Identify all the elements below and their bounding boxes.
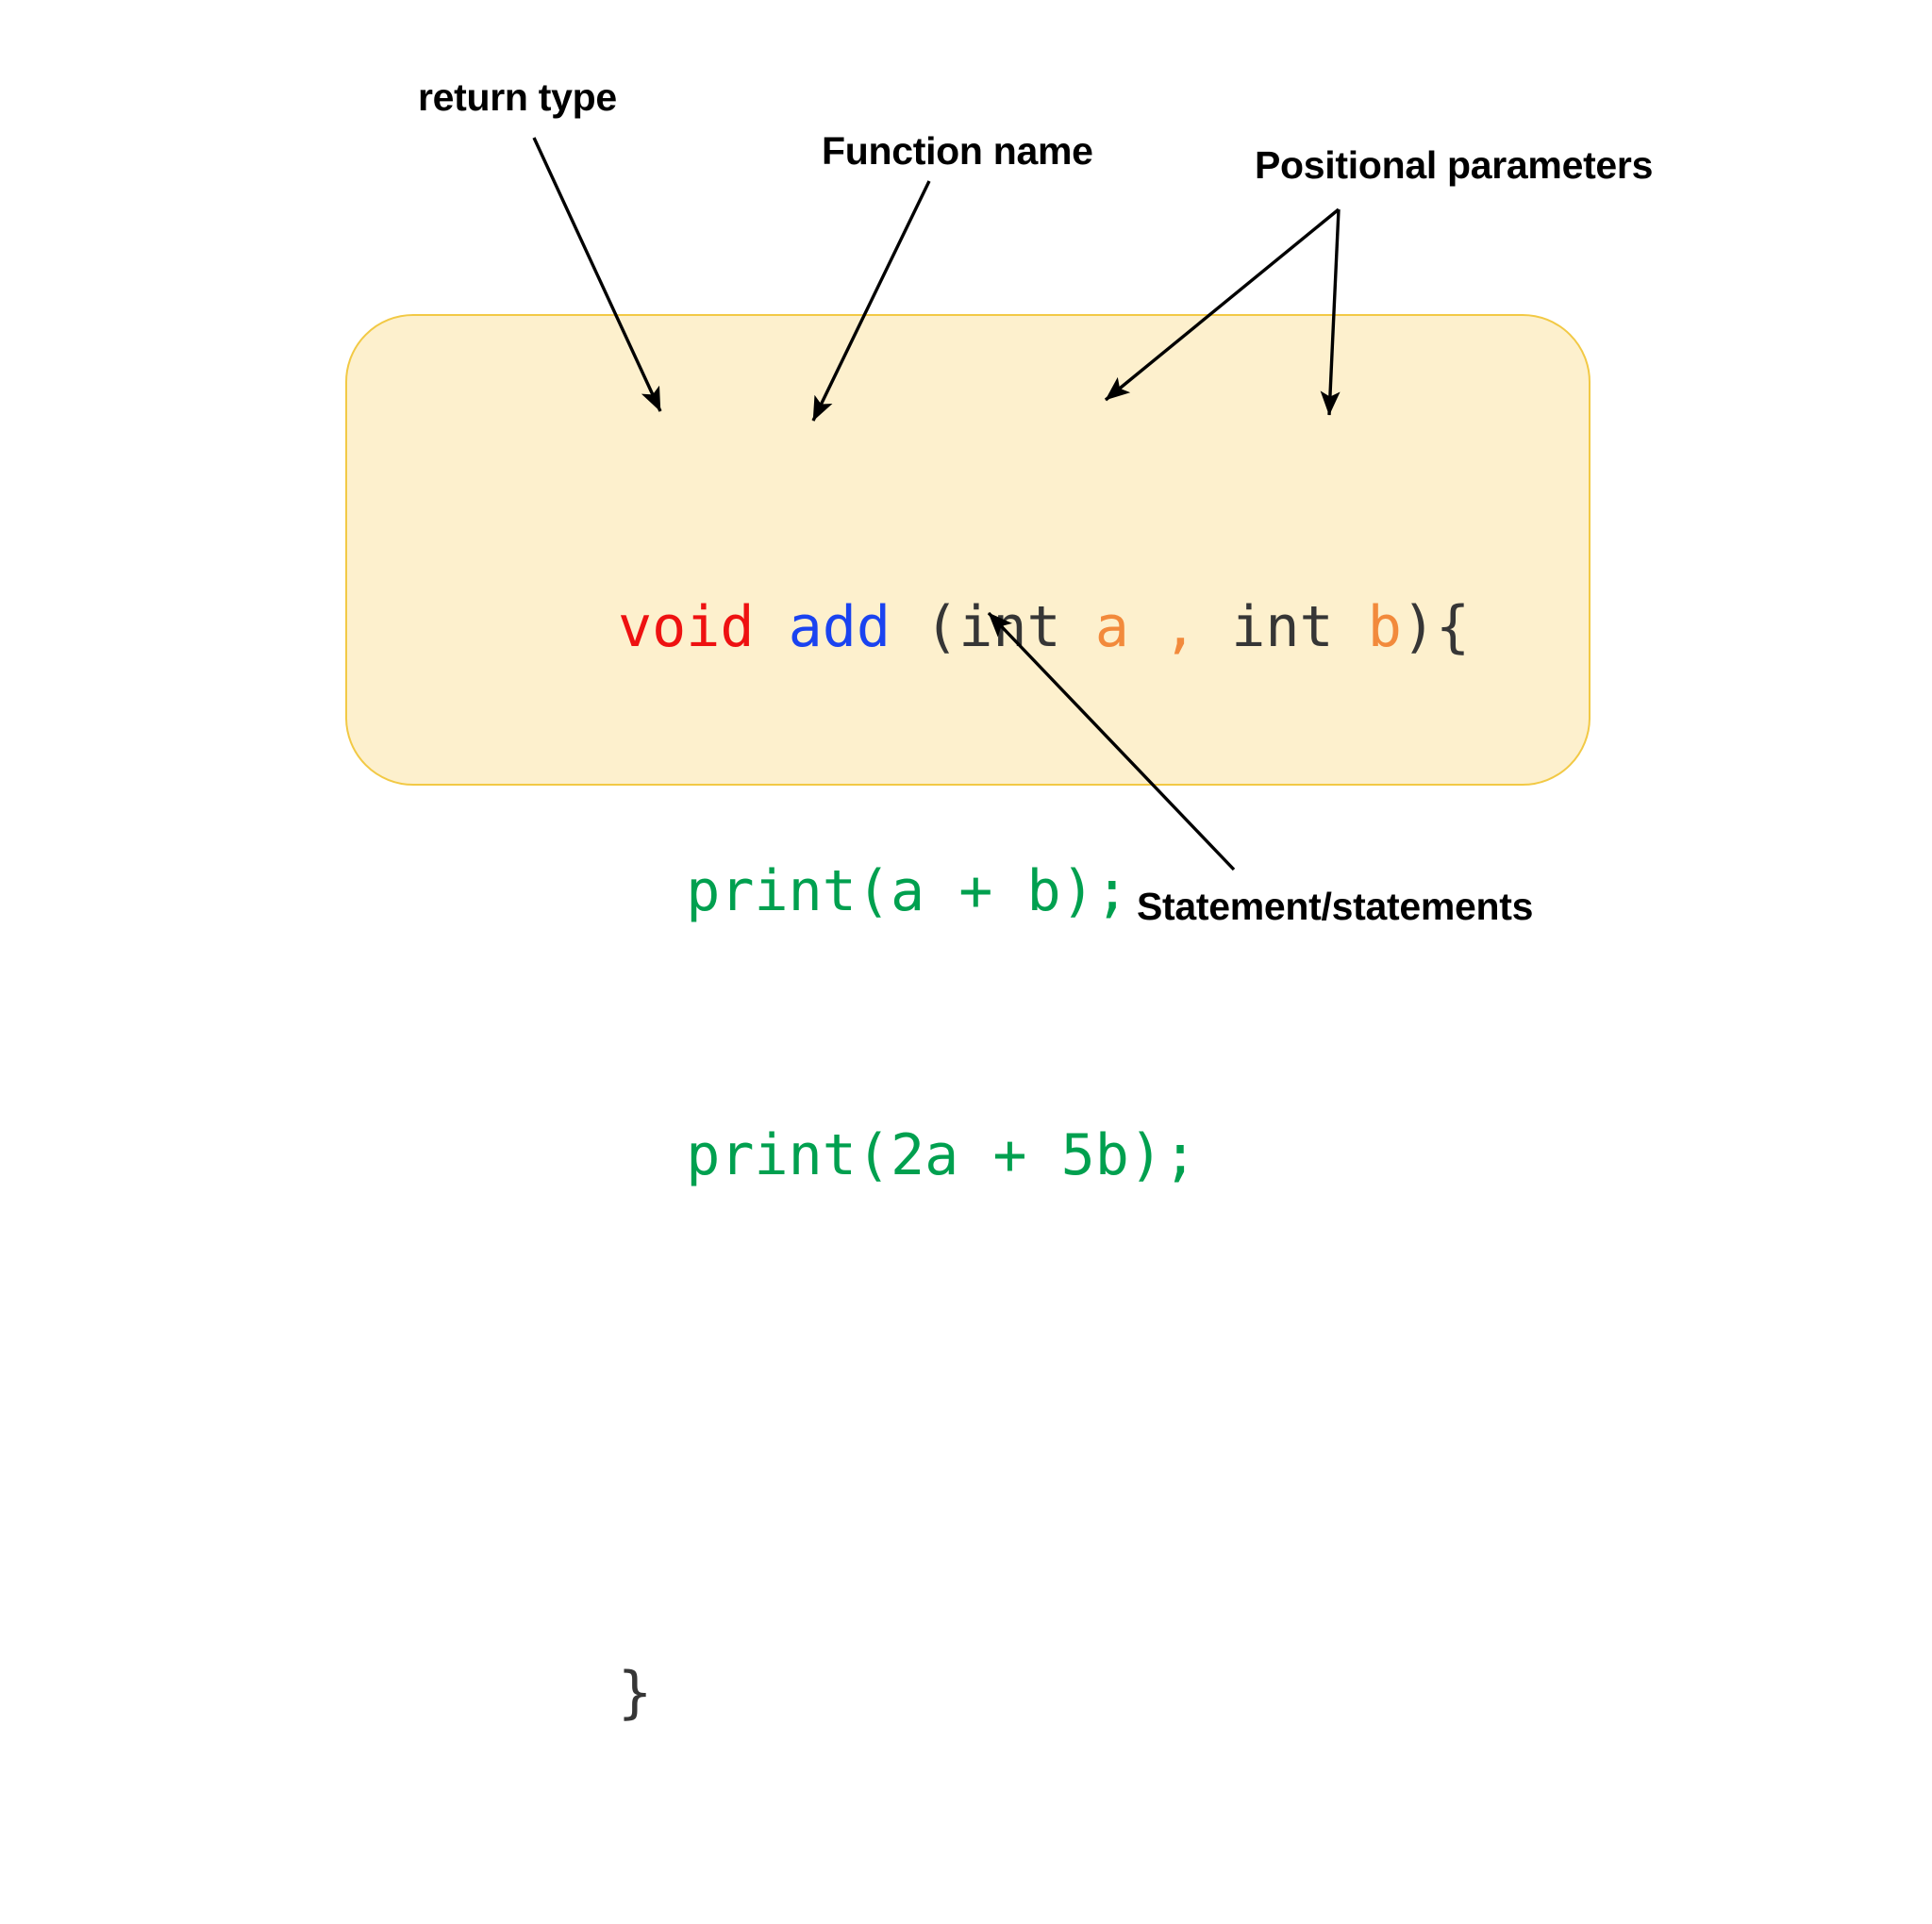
token-function-name: add <box>788 594 891 660</box>
diagram-canvas: void add (int a , int b){ print(a + b); … <box>345 75 1654 1726</box>
token-blank <box>618 1386 652 1452</box>
token-param-separator: , <box>1163 594 1198 660</box>
token-closing-brace: } <box>618 1660 653 1726</box>
code-line-signature: void add (int a , int b){ <box>618 594 1470 660</box>
code-line-closing-brace: } <box>618 1660 1470 1726</box>
code-block: void add (int a , int b){ print(a + b); … <box>618 396 1470 1924</box>
token-param-a: a <box>1094 594 1129 660</box>
token-statement-2: print(2a + 5b); <box>618 1122 1198 1188</box>
token-int-2: int <box>1197 594 1368 660</box>
code-line-statement-2: print(2a + 5b); <box>618 1122 1470 1188</box>
token-close-paren-brace: ){ <box>1401 594 1471 660</box>
token-space-1 <box>755 594 789 660</box>
label-positional-parameters: Positional parameters <box>1255 143 1654 187</box>
label-statement-statements: Statement/statements <box>1137 885 1534 928</box>
code-line-blank <box>618 1386 1470 1462</box>
token-return-type: void <box>618 594 755 660</box>
label-function-name: Function name <box>822 129 1093 173</box>
token-statement-1: print(a + b); <box>618 858 1129 924</box>
token-param-b: b <box>1367 594 1402 660</box>
label-return-type: return type <box>418 75 617 119</box>
token-space-2 <box>1129 594 1163 660</box>
token-open-paren-int: (int <box>891 594 1095 660</box>
